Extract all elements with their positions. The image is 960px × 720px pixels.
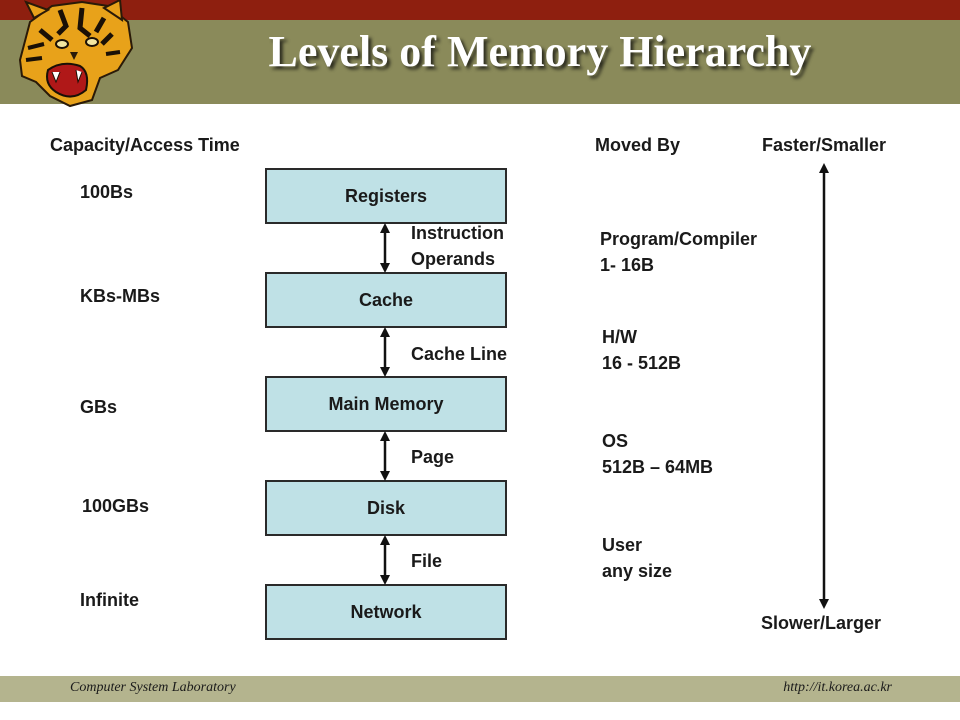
capacity-disk: 100GBs [82, 496, 150, 516]
mover-size: 512B – 64MB [602, 457, 714, 477]
mover-size: 1- 16B [600, 255, 655, 275]
mover-name: Program/Compiler [600, 229, 758, 249]
capacity-cache: KBs-MBs [80, 286, 161, 306]
moved-by-header: Moved By [595, 135, 681, 155]
mover-name: H/W [602, 327, 637, 347]
footer-url[interactable]: http://it.korea.ac.kr [783, 680, 892, 695]
transfer-unit-cache-memory: Cache Line [411, 344, 508, 364]
transfer-unit-memory-disk: Page [411, 447, 455, 467]
footer-lab-name: Computer System Laboratory [70, 680, 236, 695]
capacity-main-memory: GBs [80, 397, 118, 417]
title-band [0, 20, 960, 104]
top-bar [0, 0, 960, 20]
capacity-header: Capacity/Access Time [50, 135, 240, 155]
mover-registers-cache: Program/Compiler 1- 16B [600, 226, 757, 278]
slower-larger-label: Slower/Larger [761, 613, 882, 633]
transfer-unit-registers-cache: Instruction Operands [411, 220, 504, 272]
mover-size: any size [602, 561, 673, 581]
level-box-disk: Disk [265, 480, 507, 536]
level-box-cache: Cache [265, 272, 507, 328]
footer-band [0, 676, 960, 702]
transfer-unit-line: Operands [411, 249, 496, 269]
mover-disk-network: User any size [602, 532, 672, 584]
transfer-unit-disk-network: File [411, 551, 443, 571]
capacity-registers: 100Bs [80, 182, 134, 202]
mover-size: 16 - 512B [602, 353, 682, 373]
mover-cache-memory: H/W 16 - 512B [602, 324, 681, 376]
mover-memory-disk: OS 512B – 64MB [602, 428, 713, 480]
mover-name: User [602, 535, 643, 555]
tiger-head-icon [18, 0, 134, 108]
level-box-registers: Registers [265, 168, 507, 224]
mover-name: OS [602, 431, 629, 451]
capacity-network: Infinite [80, 590, 139, 610]
slide-title: Levels of Memory Hierarchy [268, 27, 812, 76]
faster-smaller-header: Faster/Smaller [762, 135, 887, 155]
transfer-unit-line: Instruction [411, 223, 504, 243]
level-box-network: Network [265, 584, 507, 640]
